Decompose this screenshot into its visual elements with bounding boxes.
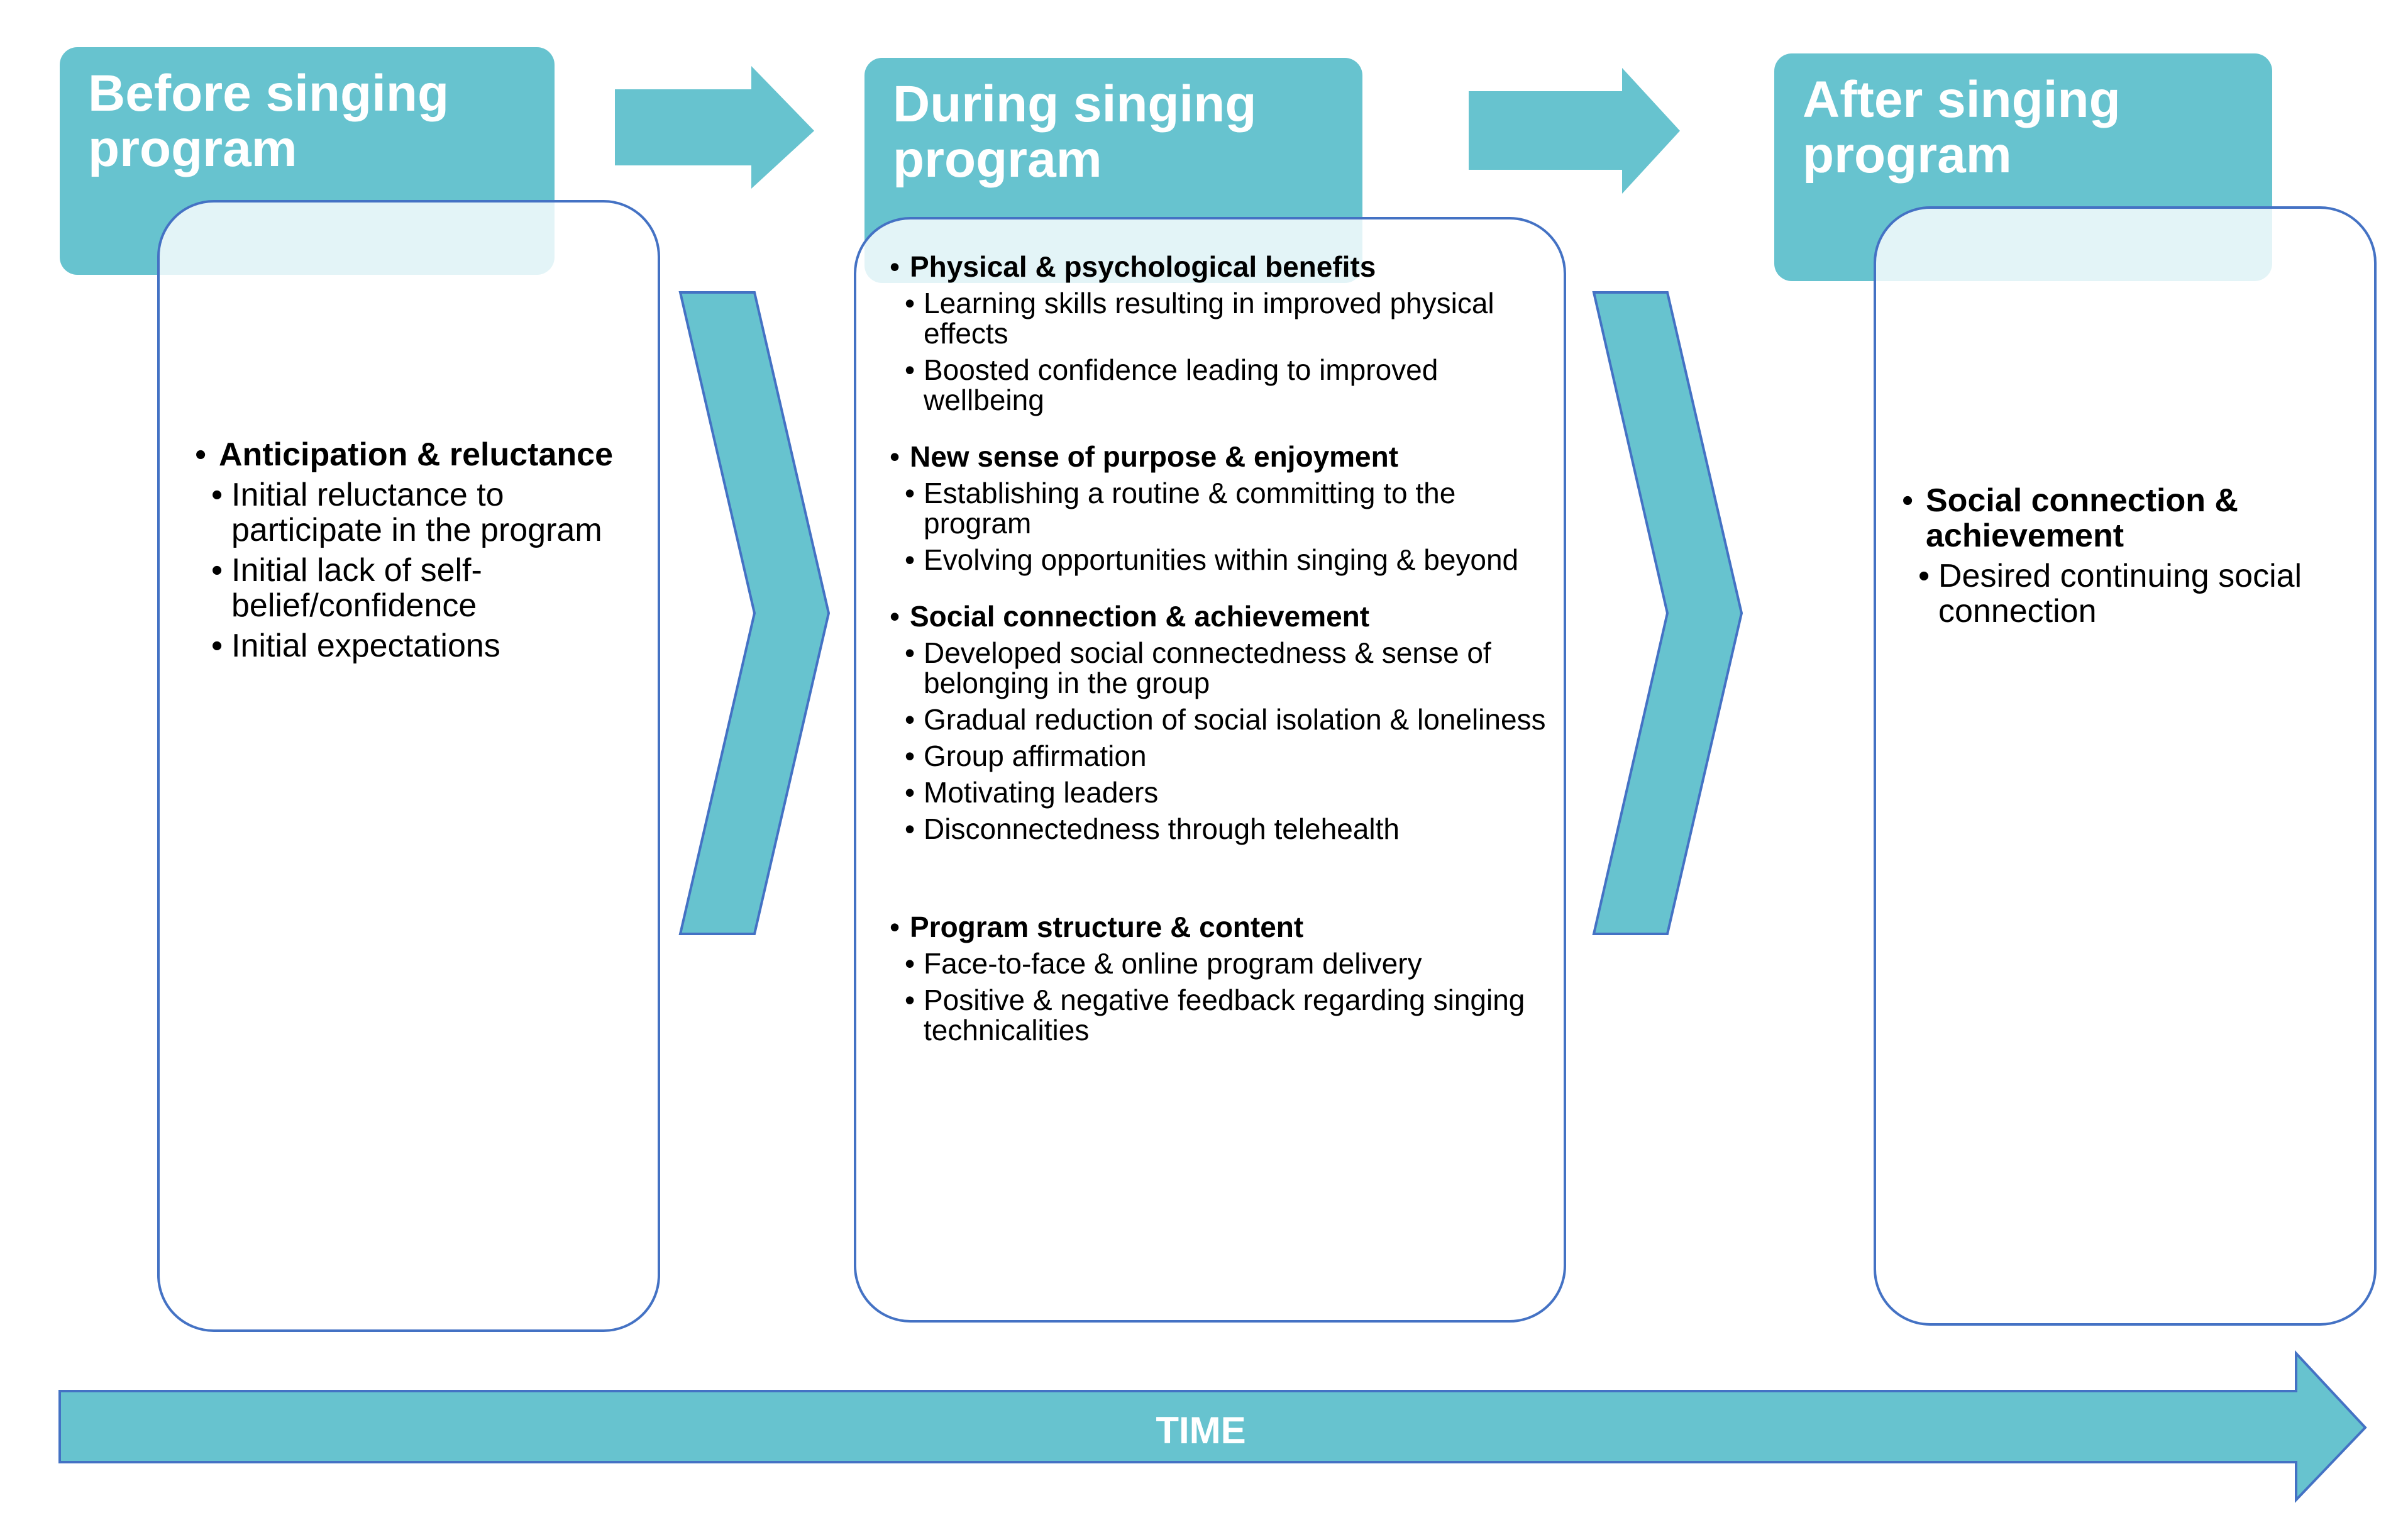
during-group-purpose: New sense of purpose & enjoyment Establi… — [890, 441, 1556, 575]
after-content: Social connection & achievement Desired … — [1902, 483, 2342, 629]
during-group-social: Social connection & achievement Develope… — [890, 601, 1556, 844]
chevron-1 — [678, 291, 831, 935]
during-item: Positive & negative feedback regarding s… — [890, 985, 1556, 1045]
during-content: Physical & psychological benefits Learni… — [890, 252, 1556, 1072]
during-item: Group affirmation — [890, 741, 1556, 771]
during-item: Evolving opportunities within singing & … — [890, 545, 1556, 575]
during-section-heading: Program structure & content — [890, 912, 1556, 942]
before-item: Initial expectations — [195, 628, 663, 663]
during-stage-title-line1: During singing — [893, 75, 1257, 133]
before-item: Initial lack of self-belief/confidence — [195, 553, 663, 623]
after-stage-title-line2: program — [1803, 126, 2012, 184]
before-stage-title-line2: program — [88, 120, 297, 177]
during-section-heading: New sense of purpose & enjoyment — [890, 441, 1556, 472]
during-stage-title-line2: program — [893, 131, 1102, 188]
during-item: Developed social connectedness & sense o… — [890, 638, 1556, 698]
before-content-box — [157, 200, 660, 1332]
before-section-heading: Anticipation & reluctance — [195, 437, 663, 472]
before-stage-title-line1: Before singing — [88, 65, 450, 122]
during-section-heading: Physical & psychological benefits — [890, 252, 1556, 282]
after-item: Desired continuing social connection — [1902, 558, 2342, 629]
after-content-box — [1874, 206, 2377, 1326]
time-arrow — [58, 1350, 2367, 1503]
time-label: TIME — [1156, 1409, 1246, 1451]
during-section-heading: Social connection & achievement — [890, 601, 1556, 631]
after-section-heading: Social connection & achievement — [1902, 483, 2342, 553]
chevron-2 — [1592, 291, 1743, 935]
during-item: Face-to-face & online program delivery — [890, 948, 1556, 979]
during-item: Disconnectedness through telehealth — [890, 814, 1556, 844]
during-item: Gradual reduction of social isolation & … — [890, 704, 1556, 735]
before-item: Initial reluctance to participate in the… — [195, 477, 663, 548]
after-stage-title-line1: After singing — [1803, 71, 2121, 128]
header-arrow-2 — [1469, 68, 1680, 194]
during-group-structure: Program structure & content Face-to-face… — [890, 912, 1556, 1045]
during-item: Motivating leaders — [890, 777, 1556, 807]
during-group-physical: Physical & psychological benefits Learni… — [890, 252, 1556, 415]
before-content: Anticipation & reluctance Initial reluct… — [195, 437, 663, 663]
during-item: Learning skills resulting in improved ph… — [890, 288, 1556, 348]
during-item: Establishing a routine & committing to t… — [890, 478, 1556, 538]
header-arrow-1 — [615, 66, 814, 189]
during-item: Boosted confidence leading to improved w… — [890, 355, 1556, 415]
